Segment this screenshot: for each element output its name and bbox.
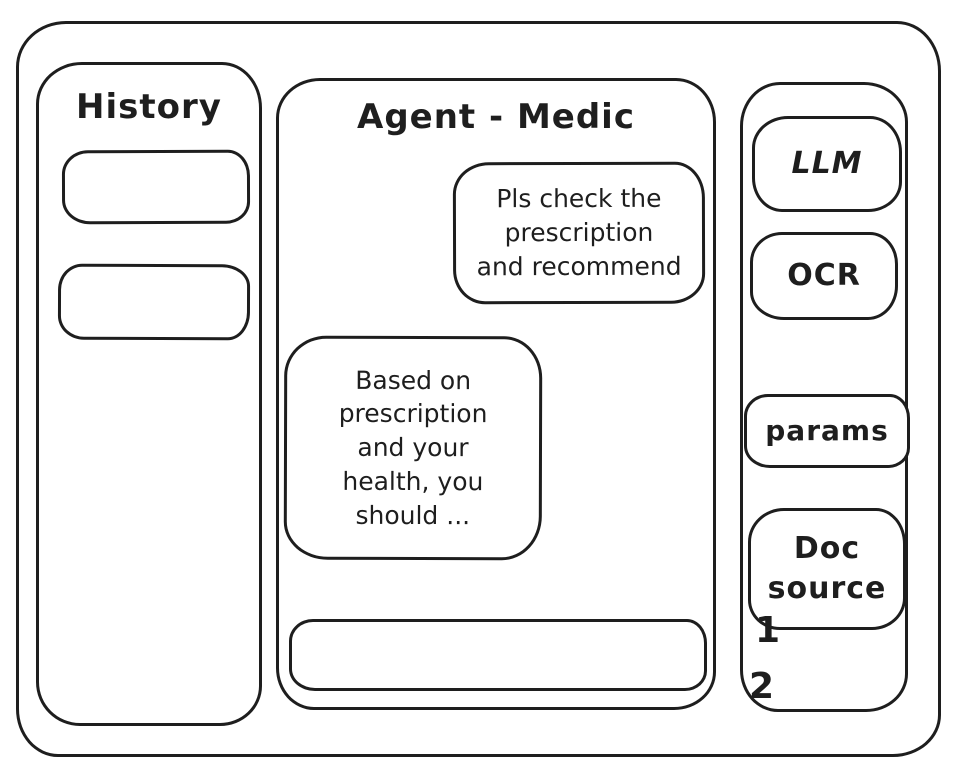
tools-panel: LLM OCR params Doc source 1 2 xyxy=(740,82,910,712)
history-sidebar: History xyxy=(36,62,262,726)
ocr-button[interactable]: OCR xyxy=(750,232,898,320)
user-message-text: Pls check the prescription and recommend xyxy=(476,184,682,282)
doc-source-item-2[interactable]: 2 xyxy=(749,666,775,707)
doc-source-item-1[interactable]: 1 xyxy=(755,610,781,651)
doc-source-button[interactable]: Doc source xyxy=(748,508,906,630)
assistant-message-text: Based on prescription and your health, y… xyxy=(338,365,488,530)
user-message-bubble: Pls check the prescription and recommend xyxy=(452,161,706,305)
app-window: History Agent - Medic Pls check the pres… xyxy=(16,21,941,757)
message-input[interactable] xyxy=(289,619,707,691)
history-item-1[interactable] xyxy=(61,149,251,225)
chat-title: Agent - Medic xyxy=(357,97,635,137)
chat-panel: Agent - Medic Pls check the prescription… xyxy=(276,78,716,710)
llm-button[interactable]: LLM xyxy=(752,116,902,212)
history-item-2[interactable] xyxy=(57,263,251,341)
params-button[interactable]: params xyxy=(744,394,910,468)
assistant-message-bubble: Based on prescription and your health, y… xyxy=(283,335,543,561)
history-title: History xyxy=(76,87,222,127)
